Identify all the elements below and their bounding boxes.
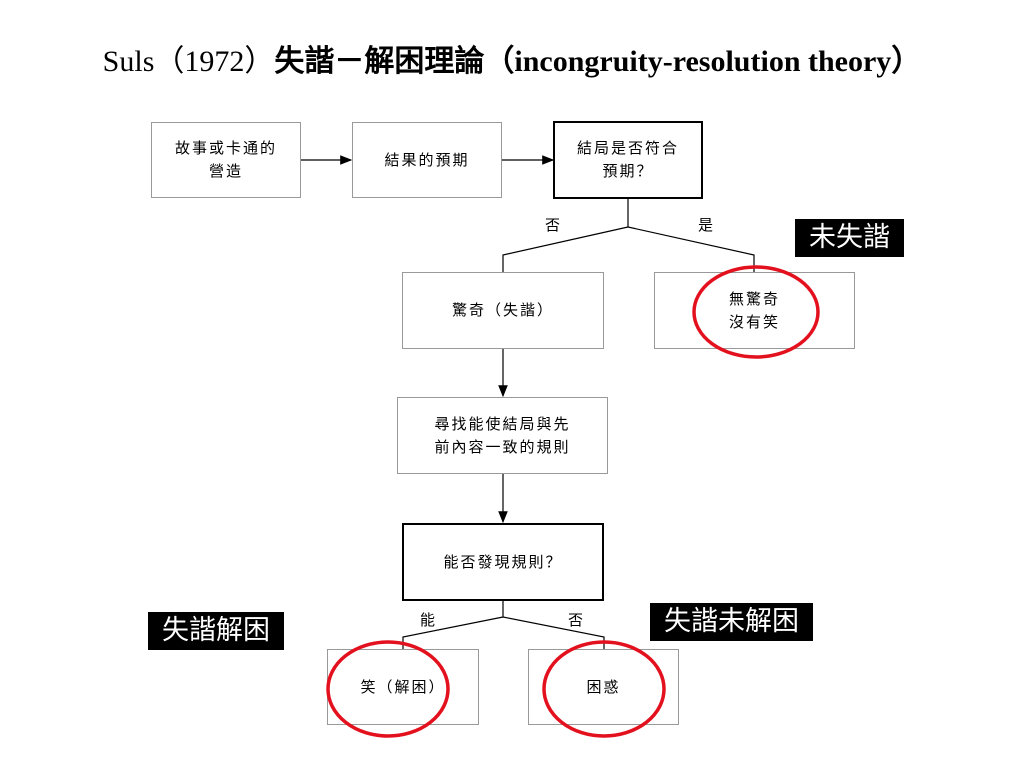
box-laugh-text: 笑（解困） [360, 677, 446, 696]
title-main: 失諧－解困理論（incongruity-resolution theory） [274, 45, 922, 78]
branch-label-can: 能 [420, 611, 437, 629]
split2-right [502, 616, 605, 649]
box-match-decision-text: 結局是否符合 預期？ [576, 139, 679, 180]
tag-no-incongruity: 未失諧 [795, 219, 904, 257]
highlight-circle-laugh [326, 640, 450, 738]
box-search-rule: 尋找能使結局與先 前內容一致的規則 [397, 397, 608, 474]
box-rule-found-decision: 能否發現規則？ [402, 523, 604, 601]
box-rule-found-decision-text: 能否發現規則？ [443, 552, 563, 571]
box-match-decision: 結局是否符合 預期？ [553, 121, 703, 199]
box-search-rule-text: 尋找能使結局與先 前內容一致的規則 [434, 414, 571, 456]
tag-incongruity-unresolved: 失諧未解困 [650, 603, 813, 641]
box-expectation: 結果的預期 [352, 122, 502, 198]
highlight-circle-no-surprise [692, 265, 820, 359]
box-laugh: 笑（解困） [327, 649, 479, 725]
split1-left [502, 226, 629, 272]
box-expectation-text: 結果的預期 [384, 150, 470, 169]
page-title: Suls（1972）失諧－解困理論（incongruity-resolution… [0, 36, 1024, 80]
box-no-surprise: 無驚奇 沒有笑 [654, 272, 855, 349]
box-surprise-text: 驚奇（失諧） [451, 301, 554, 319]
branch-label-yes-1: 是 [698, 216, 715, 234]
branch-label-no-2: 否 [568, 611, 585, 629]
box-story-build: 故事或卡通的 營造 [151, 122, 301, 198]
box-confused-text: 困惑 [586, 677, 621, 696]
box-no-surprise-text: 無驚奇 沒有笑 [728, 289, 780, 331]
branch-label-no-1: 否 [545, 216, 562, 234]
highlight-circle-confused [542, 640, 666, 738]
box-story-build-text: 故事或卡通的 營造 [174, 139, 277, 180]
tag-incongruity-resolved: 失諧解困 [148, 612, 284, 650]
title-prefix: Suls（1972） [102, 45, 275, 78]
box-surprise: 驚奇（失諧） [402, 272, 604, 349]
